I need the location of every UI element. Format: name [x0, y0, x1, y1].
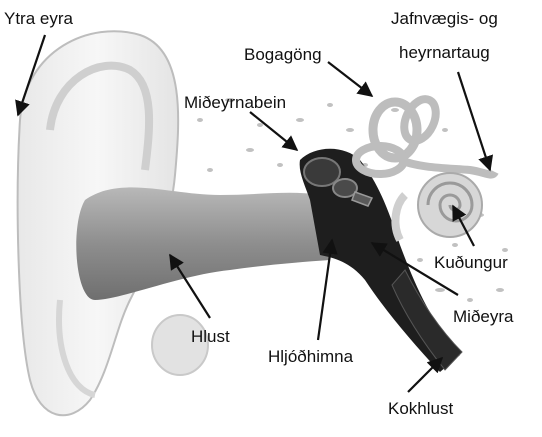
label-cochlea: Kuðungur [434, 253, 508, 272]
inner-ear-shape [356, 94, 495, 174]
arrow-semicircular-canals [328, 62, 372, 96]
label-ossicles: Miðeyrnabein [184, 93, 286, 112]
label-eardrum: Hljóðhimna [268, 347, 354, 366]
arrow-eustachian-tube [408, 358, 442, 392]
label-middle-ear: Miðeyra [453, 307, 514, 326]
ear-canal-shape [76, 187, 330, 300]
label-nerve-line1: Jafnvægis- og [391, 9, 498, 28]
label-eustachian-tube: Kokhlust [388, 399, 453, 418]
label-outer-ear: Ytra eyra [4, 9, 74, 28]
cochlea-shape [395, 173, 482, 240]
arrow-nerve [458, 72, 490, 170]
label-ear-canal: Hlust [191, 327, 230, 346]
arrow-ossicles [250, 112, 297, 150]
label-nerve-line2: heyrnartaug [399, 43, 490, 62]
label-semicircular-canals: Bogagöng [244, 45, 322, 64]
